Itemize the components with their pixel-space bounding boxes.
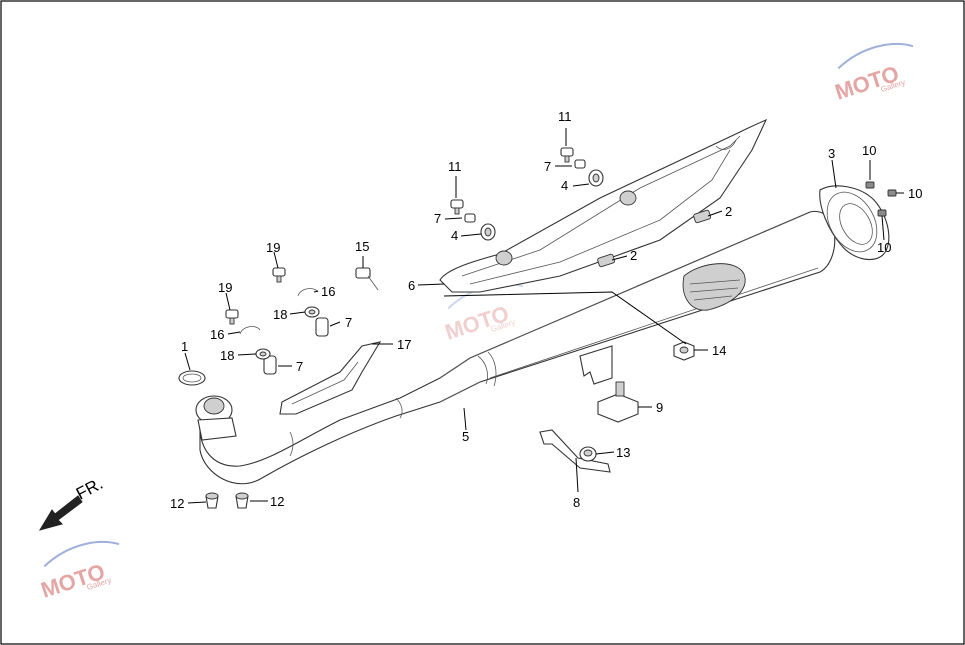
- grommet-4b: [480, 223, 496, 241]
- exhaust-clamp: [597, 381, 639, 423]
- callout-14: 14: [712, 343, 726, 358]
- gasket-1: [178, 370, 206, 386]
- callout-13: 13: [616, 445, 630, 460]
- callout-9: 9: [656, 400, 663, 415]
- callouts: 1 2 2 3 4 4 5 6 7 7 7 7 8 9 10 10 10 11 …: [170, 109, 922, 511]
- washer-18a: [304, 306, 320, 318]
- collar-7b: [464, 213, 476, 223]
- callout-1: 1: [181, 339, 188, 354]
- bolt-19b: [225, 309, 239, 325]
- exhaust-pipe-assembly: [195, 211, 836, 485]
- clip-2a: [693, 209, 712, 224]
- grommet-4a: [588, 169, 604, 187]
- heat-shield: [439, 118, 768, 293]
- bolt-19a: [272, 267, 286, 283]
- callout-5: 5: [462, 429, 469, 444]
- callout-16: 16: [321, 284, 335, 299]
- clip-2b: [597, 253, 616, 268]
- callout-7: 7: [434, 211, 441, 226]
- callout-19: 19: [218, 280, 232, 295]
- nut-14: [673, 341, 695, 361]
- callout-10: 10: [908, 186, 922, 201]
- callout-3: 3: [828, 146, 835, 161]
- callout-4: 4: [561, 178, 568, 193]
- callout-10: 10: [862, 143, 876, 158]
- nut-12b: [235, 492, 249, 509]
- callout-16: 16: [210, 327, 224, 342]
- callout-8: 8: [573, 495, 580, 510]
- callout-2: 2: [630, 248, 637, 263]
- bolt-11b: [450, 199, 464, 215]
- callout-12: 12: [170, 496, 184, 511]
- callout-17: 17: [397, 337, 411, 352]
- callout-7: 7: [296, 359, 303, 374]
- leader-lines: [184, 128, 904, 504]
- muffler-end-cap: [819, 185, 890, 261]
- circlip-16b: [239, 326, 261, 335]
- collar-7a: [574, 159, 586, 169]
- callout-18: 18: [273, 307, 287, 322]
- lower-heat-shield: [279, 341, 382, 415]
- collar-7c: [315, 317, 329, 337]
- callout-12: 12: [270, 494, 284, 509]
- nut-12a: [205, 492, 219, 509]
- exhaust-bracket: [539, 429, 611, 473]
- bolt-15: [355, 267, 379, 291]
- callout-10: 10: [877, 240, 891, 255]
- front-arrow-icon: [38, 495, 83, 531]
- callout-2: 2: [725, 204, 732, 219]
- callout-18: 18: [220, 348, 234, 363]
- callout-7: 7: [345, 315, 352, 330]
- washer-18b: [255, 348, 271, 360]
- callout-7: 7: [544, 159, 551, 174]
- nut-13: [579, 446, 597, 462]
- callout-4: 4: [451, 228, 458, 243]
- callout-19: 19: [266, 240, 280, 255]
- callout-11: 11: [448, 159, 462, 174]
- circlip-16a: [297, 288, 319, 297]
- screw-10c: [877, 209, 887, 217]
- callout-6: 6: [408, 278, 415, 293]
- screw-10b: [887, 189, 897, 197]
- screw-10a: [865, 181, 875, 189]
- bolt-11a: [560, 147, 574, 163]
- callout-11: 11: [558, 109, 572, 124]
- callout-15: 15: [355, 239, 369, 254]
